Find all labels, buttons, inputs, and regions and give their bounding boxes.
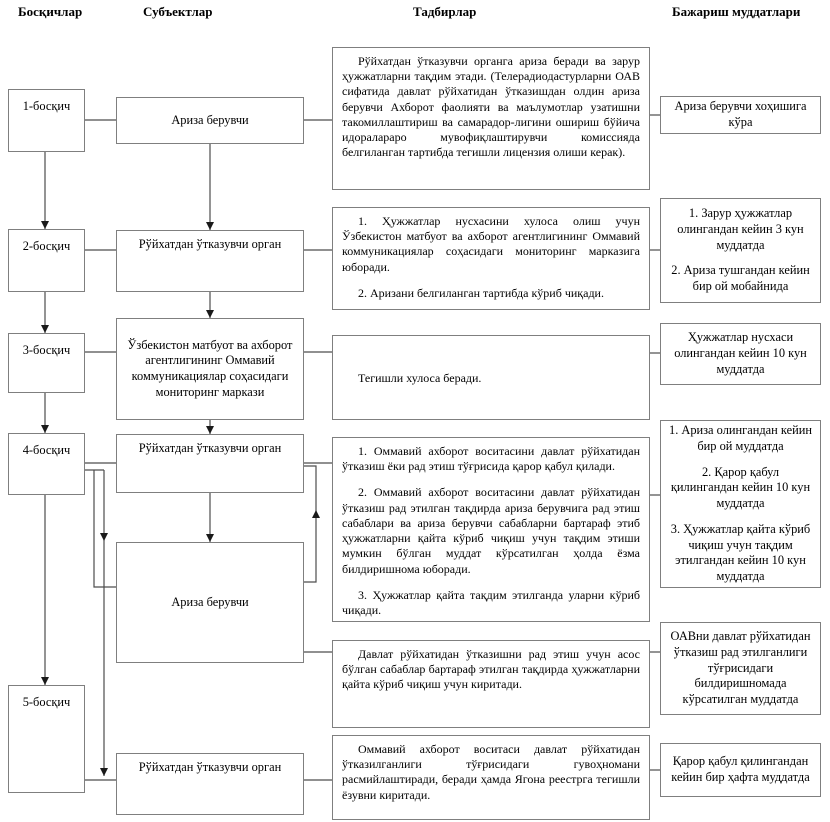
activity-box-4: 1. Оммавий ахборот воситасини давлат рўй… xyxy=(332,437,650,622)
deadline-4-item-2: 2. Қарор қабул қилингандан кейин 10 кун … xyxy=(670,464,811,511)
stage-box-5: 5-босқич xyxy=(8,685,85,793)
activity-4-item-3: 3. Ҳужжатлар қайта тақдим этилганда улар… xyxy=(342,587,640,618)
activity-1-text: Рўйхатдан ўтказувчи органга ариза беради… xyxy=(342,54,640,160)
deadline-2-item-1: 1. Зарур ҳужжатлар олингандан кейин 3 ку… xyxy=(677,206,804,252)
stage-box-2: 2-босқич xyxy=(8,229,85,292)
deadline-box-6: Қарор қабул қилингандан кейин бир ҳафта … xyxy=(660,743,821,797)
activity-2-item-1: 1. Ҳужжатлар нусхасини хулоса олиш учун … xyxy=(342,214,640,274)
activity-box-6: Оммавий ахборот воситаси давлат рўйхатид… xyxy=(332,735,650,820)
subject-box-registrar-3: Рўйхатдан ўтказувчи орган xyxy=(116,753,304,815)
deadline-3-text: Ҳужжатлар нусхаси олингандан кейин 10 ку… xyxy=(674,330,807,376)
column-header-stages: Босқичлар xyxy=(18,4,83,19)
deadline-box-2: 1. Зарур ҳужжатлар олингандан кейин 3 ку… xyxy=(660,198,821,303)
subject-box-monitoring-center: Ўзбекистон матбуот ва ахборот агентлигин… xyxy=(116,318,304,420)
stage-box-1: 1-босқич xyxy=(8,89,85,152)
deadline-box-4: 1. Ариза олингандан кейин бир ой муддатд… xyxy=(660,420,821,588)
deadline-4-item-3: 3. Ҳужжатлар қайта кўриб чиқиш учун тақд… xyxy=(670,521,811,584)
subject-box-registrar-1: Рўйхатдан ўтказувчи орган xyxy=(116,230,304,292)
deadline-6-text: Қарор қабул қилингандан кейин бир ҳафта … xyxy=(671,754,810,784)
subject-box-applicant-2: Ариза берувчи xyxy=(116,542,304,663)
activity-box-3: Тегишли хулоса беради. xyxy=(332,335,650,420)
deadline-4-item-1: 1. Ариза олингандан кейин бир ой муддатд… xyxy=(669,423,812,453)
activity-2-item-2: 2. Аризани белгиланган тартибда кўриб чи… xyxy=(358,285,604,300)
deadline-1-text: Ариза берувчи хоҳишига кўра xyxy=(674,99,807,129)
column-header-subjects: Субъектлар xyxy=(143,4,213,19)
column-header-activities: Тадбирлар xyxy=(413,4,477,19)
activity-box-1: Рўйхатдан ўтказувчи органга ариза беради… xyxy=(332,47,650,190)
stage-box-3: 3-босқич xyxy=(8,333,85,393)
deadline-box-5: ОАВни давлат рўйхатидан ўтказиш рад этил… xyxy=(660,622,821,715)
activity-4-item-2: 2. Оммавий ахборот воситасини давлат рўй… xyxy=(342,485,640,576)
activity-box-2: 1. Ҳужжатлар нусхасини хулоса олиш учун … xyxy=(332,207,650,310)
activity-4-item-1: 1. Оммавий ахборот воситасини давлат рўй… xyxy=(342,444,640,474)
deadline-box-1: Ариза берувчи хоҳишига кўра xyxy=(660,96,821,134)
subject-box-registrar-2: Рўйхатдан ўтказувчи орган xyxy=(116,434,304,493)
activity-5-text: Давлат рўйхатидан ўтказишни рад этиш учу… xyxy=(342,647,640,692)
activity-box-5: Давлат рўйхатидан ўтказишни рад этиш учу… xyxy=(332,640,650,728)
deadline-5-text: ОАВни давлат рўйхатидан ўтказиш рад этил… xyxy=(670,629,811,707)
activity-3-text: Тегишли хулоса беради. xyxy=(358,370,482,385)
column-header-deadlines: Бажариш муддатлари xyxy=(672,4,801,19)
subject-box-applicant-1: Ариза берувчи xyxy=(116,97,304,144)
deadline-2-item-2: 2. Ариза тушгандан кейин бир ой мобайнид… xyxy=(671,263,810,294)
activity-6-text: Оммавий ахборот воситаси давлат рўйхатид… xyxy=(342,742,640,802)
deadline-box-3: Ҳужжатлар нусхаси олингандан кейин 10 ку… xyxy=(660,323,821,385)
stage-box-4: 4-босқич xyxy=(8,433,85,495)
